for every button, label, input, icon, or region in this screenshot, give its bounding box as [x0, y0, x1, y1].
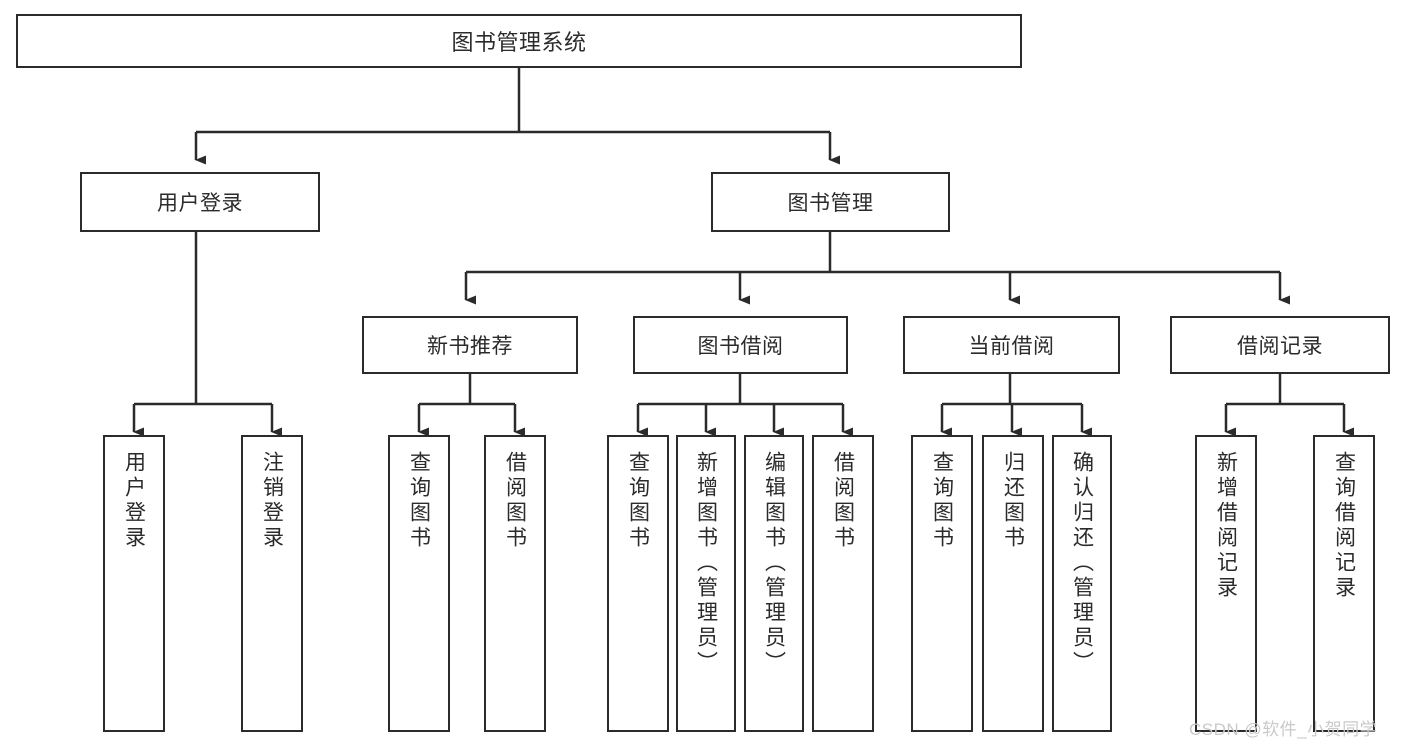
node-label: 借阅图书 [831, 451, 855, 551]
node-label: 新书推荐 [427, 335, 513, 358]
node-label: 用户登录 [157, 192, 243, 215]
node-new-book-recommend[interactable]: 新书推荐 [362, 316, 578, 374]
node-label: 新增图书（管理员） [694, 451, 718, 676]
node-user-login[interactable]: 用户登录 [80, 172, 320, 232]
node-label: 图书借阅 [697, 335, 784, 358]
node-leaf-add-record[interactable]: 新增借阅记录 [1195, 435, 1257, 732]
node-label: 用户登录 [122, 451, 146, 551]
node-label: 当前借阅 [968, 335, 1055, 358]
node-label: 新增借阅记录 [1214, 451, 1238, 601]
node-root-system[interactable]: 图书管理系统 [16, 14, 1022, 68]
node-leaf-borrow-book-1[interactable]: 借阅图书 [484, 435, 546, 732]
node-leaf-edit-book[interactable]: 编辑图书（管理员） [744, 435, 804, 732]
node-label: 图书管理系统 [451, 30, 587, 55]
node-leaf-query-book-3[interactable]: 查询图书 [911, 435, 973, 732]
csdn-watermark: CSDN @软件_小贺同学 [1189, 720, 1378, 739]
node-book-borrow[interactable]: 图书借阅 [633, 316, 848, 374]
node-leaf-return-book[interactable]: 归还图书 [982, 435, 1044, 732]
node-leaf-confirm-return[interactable]: 确认归还（管理员） [1052, 435, 1112, 732]
node-leaf-user-login[interactable]: 用户登录 [103, 435, 165, 732]
node-label: 查询图书 [626, 451, 650, 551]
node-leaf-query-book-1[interactable]: 查询图书 [388, 435, 450, 732]
node-leaf-borrow-book-2[interactable]: 借阅图书 [812, 435, 874, 732]
node-leaf-logout[interactable]: 注销登录 [241, 435, 303, 732]
node-book-manage[interactable]: 图书管理 [711, 172, 950, 232]
node-label: 查询借阅记录 [1332, 451, 1356, 601]
node-label: 注销登录 [260, 451, 284, 551]
node-borrow-record[interactable]: 借阅记录 [1170, 316, 1390, 374]
node-current-borrow[interactable]: 当前借阅 [903, 316, 1120, 374]
node-label: 编辑图书（管理员） [762, 451, 786, 676]
node-label: 借阅记录 [1237, 335, 1323, 358]
node-leaf-add-book[interactable]: 新增图书（管理员） [676, 435, 736, 732]
node-label: 查询图书 [930, 451, 954, 551]
node-leaf-query-record[interactable]: 查询借阅记录 [1313, 435, 1375, 732]
node-label: 归还图书 [1001, 451, 1025, 551]
node-leaf-query-book-2[interactable]: 查询图书 [607, 435, 669, 732]
node-label: 确认归还（管理员） [1070, 451, 1094, 676]
node-label: 查询图书 [407, 451, 431, 551]
node-label: 借阅图书 [503, 451, 527, 551]
node-label: 图书管理 [787, 192, 874, 215]
